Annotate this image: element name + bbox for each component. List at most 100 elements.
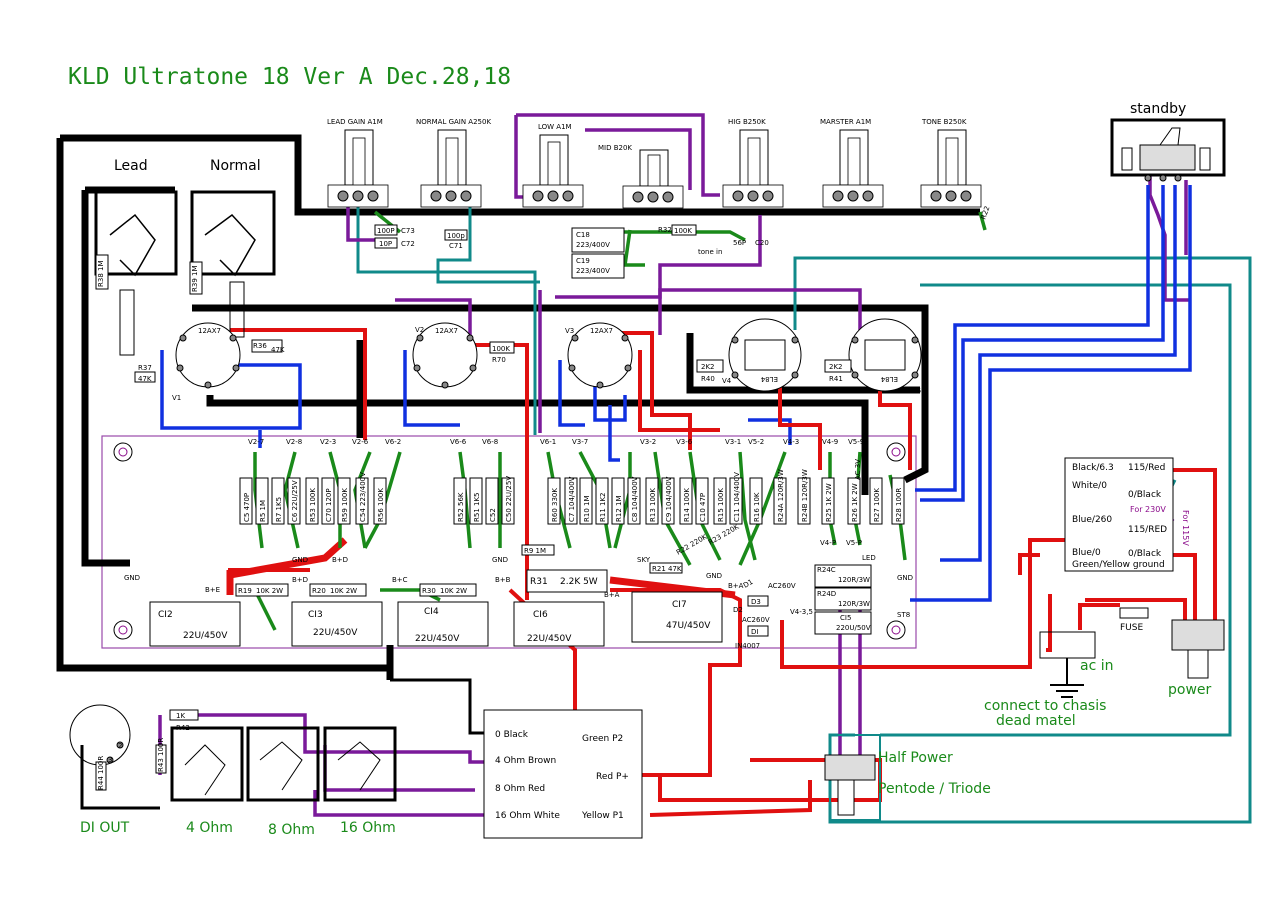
board-part-label: R52 56K: [457, 492, 465, 522]
svg-text:22U/450V: 22U/450V: [313, 628, 358, 638]
svg-text:V3: V3: [565, 327, 574, 335]
svg-text:223/400V: 223/400V: [576, 241, 610, 249]
svg-text:V4: V4: [722, 377, 732, 385]
svg-text:V2-6: V2-6: [352, 438, 369, 446]
board-part-body: [869, 477, 883, 525]
svg-text:SKY: SKY: [637, 556, 651, 564]
board-part-label: R13 100K: [649, 488, 657, 522]
board-part-label: R27 100K: [873, 488, 881, 522]
board-part-label: R12 1M: [615, 496, 623, 523]
board-part-label: R16 10K: [753, 492, 761, 522]
svg-text:R20: R20: [312, 587, 326, 595]
pot-low: LOW A1M: [522, 123, 584, 208]
svg-text:Green P2: Green P2: [582, 734, 623, 744]
svg-text:LOW A1M: LOW A1M: [538, 123, 572, 131]
svg-text:V4-3: V4-3: [783, 438, 799, 446]
svg-text:White/0: White/0: [1072, 481, 1107, 491]
svg-text:0/Black: 0/Black: [1128, 490, 1162, 500]
svg-text:12AX7: 12AX7: [435, 327, 458, 335]
board-part-body: [521, 544, 555, 556]
svg-text:For 115V: For 115V: [1181, 510, 1190, 546]
svg-text:Half Power: Half Power: [878, 750, 953, 766]
svg-text:V4-P: V4-P: [820, 539, 836, 547]
svg-text:22U/450V: 22U/450V: [527, 634, 572, 644]
svg-text:12AX7: 12AX7: [198, 327, 221, 335]
svg-text:D1: D1: [742, 578, 755, 590]
svg-text:R40: R40: [701, 375, 715, 383]
board-part-body: [713, 477, 727, 525]
board-part-label: C6 22U/25V: [291, 480, 299, 522]
svg-text:AC260V: AC260V: [742, 616, 770, 624]
board-part-label: R24A 120R/3W: [777, 469, 785, 522]
board-labels: GND B+D GND SKY GND GND LED ST8 V4-P V5-…: [124, 459, 913, 624]
svg-text:R30: R30: [422, 587, 436, 595]
board-part-body: [547, 477, 561, 525]
svg-text:0/Black: 0/Black: [1128, 549, 1162, 559]
board-part-body: [321, 477, 335, 525]
svg-text:B+D: B+D: [332, 556, 348, 564]
svg-text:16 Ohm White: 16 Ohm White: [495, 811, 560, 821]
svg-text:V3-6: V3-6: [676, 438, 693, 446]
svg-text:47K: 47K: [138, 375, 152, 383]
board-part-label: R56 100K: [377, 488, 385, 522]
board-part-body: [373, 477, 387, 525]
svg-text:Green/Yellow ground: Green/Yellow ground: [1072, 560, 1165, 570]
board-part-body: [847, 477, 861, 525]
page-title: KLD Ultratone 18 Ver A Dec.28,18: [68, 64, 511, 90]
board-part-body: [645, 477, 659, 525]
svg-text:D3: D3: [751, 598, 761, 606]
svg-text:GND: GND: [492, 556, 508, 564]
svg-text:B+B: B+B: [495, 576, 511, 584]
tube-v4: EL84 V4: [722, 318, 802, 392]
board-part-body: [355, 477, 369, 525]
pots: LEAD GAIN A1M NORMAL GAIN A250K LOW A1M …: [327, 118, 982, 209]
tube-v2: 12AX7 V2: [412, 322, 478, 389]
board-part-label: C52: [489, 508, 497, 522]
board-part-body: [564, 477, 578, 525]
svg-text:2K2: 2K2: [701, 363, 715, 371]
svg-text:CI4: CI4: [424, 607, 439, 617]
svg-text:10K 2W: 10K 2W: [440, 587, 467, 595]
board-part-body: [305, 477, 319, 525]
board-part-label: R14 100K: [683, 488, 691, 522]
board-part-body: [891, 477, 905, 525]
svg-text:C73: C73: [401, 227, 415, 235]
board-part-body: [287, 477, 301, 525]
svg-text:AC260V: AC260V: [768, 582, 796, 590]
svg-text:C19: C19: [576, 257, 590, 265]
svg-text:TONE B250K: TONE B250K: [921, 118, 967, 126]
board-pin-labels: V2-7 V2-8 V2-3 V2-6 V6-2 V6-6 V6-8 V6-1 …: [248, 438, 864, 446]
svg-text:100p: 100p: [447, 232, 465, 240]
svg-text:2.2K 5W: 2.2K 5W: [560, 577, 598, 587]
svg-text:C71: C71: [449, 242, 463, 250]
pot-lead-gain: LEAD GAIN A1M: [327, 118, 389, 208]
board-part-body: [611, 477, 625, 525]
tube-v5: EL84 V5: [848, 318, 922, 395]
board-part-body: [579, 477, 593, 525]
board-part-body: [649, 562, 683, 574]
board-part-body: [469, 477, 483, 525]
board-part-label: C10 47P: [699, 493, 707, 522]
svg-text:47U/450V: 47U/450V: [666, 621, 711, 631]
svg-text:CI3: CI3: [308, 610, 323, 620]
svg-text:Yellow P1: Yellow P1: [581, 811, 624, 821]
svg-text:220U/50V: 220U/50V: [836, 624, 871, 632]
svg-text:MARSTER A1M: MARSTER A1M: [820, 118, 871, 126]
svg-text:tone in: tone in: [698, 248, 722, 256]
input-jacks: Lead Normal R38 1M R39 1M: [94, 158, 276, 356]
svg-text:V5-P: V5-P: [846, 539, 862, 547]
board-part-label: C9 104/400V: [665, 476, 673, 522]
svg-text:LEAD GAIN A1M: LEAD GAIN A1M: [327, 118, 383, 126]
svg-text:120R/3W: 120R/3W: [838, 600, 870, 608]
power-transformer: Black/6.3 White/0 Blue/260 Blue/0 Green/…: [1064, 457, 1190, 572]
board-part-label: R5 1M: [259, 500, 267, 522]
svg-text:Blue/260: Blue/260: [1072, 515, 1112, 525]
svg-text:MID B20K: MID B20K: [598, 144, 632, 152]
svg-text:R38 1M: R38 1M: [97, 261, 105, 288]
svg-text:power: power: [1168, 682, 1212, 698]
svg-text:NORMAL GAIN A250K: NORMAL GAIN A250K: [416, 118, 491, 126]
svg-text:R19: R19: [238, 587, 252, 595]
half-power-switch: Half Power Pentode / Triode: [824, 734, 991, 821]
